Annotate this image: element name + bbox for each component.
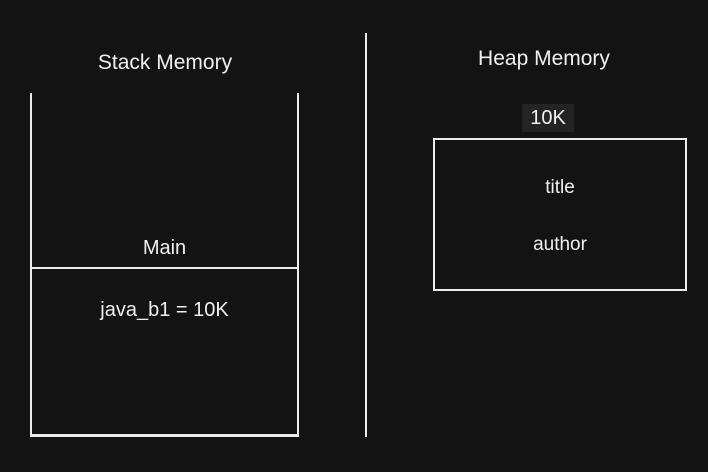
stack-memory-title: Stack Memory [97, 51, 233, 74]
stack-frame: Main java_b1 = 10K [30, 93, 299, 437]
stack-variable-java-b1: java_b1 = 10K [100, 299, 229, 321]
heap-memory-title: Heap Memory [478, 47, 610, 70]
heap-field-title: title [545, 177, 575, 198]
stack-heap-divider-line [365, 33, 367, 437]
heap-object-box: title author [433, 138, 687, 291]
stack-frame-separator-line [30, 267, 298, 269]
heap-field-author: author [533, 234, 587, 255]
stack-frame-main-label: Main [142, 237, 187, 259]
heap-object-size-label: 10K [522, 104, 574, 132]
